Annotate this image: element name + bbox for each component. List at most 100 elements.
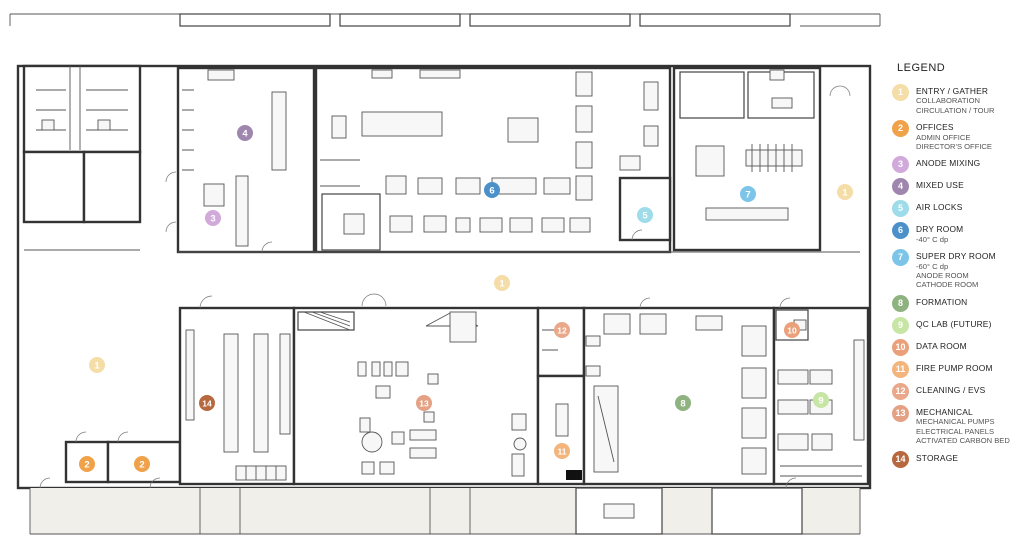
marker-circle bbox=[199, 395, 215, 411]
entry-east-marker: 1 bbox=[837, 184, 853, 200]
legend-sublabel: ELECTRICAL PANELS bbox=[916, 426, 995, 436]
circle-12-icon: 12 bbox=[892, 382, 909, 400]
marker-number: 8 bbox=[680, 399, 685, 410]
legend-label: CLEANING / EVS bbox=[916, 384, 986, 395]
marker-circle bbox=[784, 322, 800, 338]
marker-number: 7 bbox=[745, 190, 750, 201]
legend-label: FIRE PUMP ROOM bbox=[916, 362, 993, 373]
marker-circle bbox=[837, 184, 853, 200]
marker-number: 2 bbox=[139, 460, 144, 471]
dry-room-marker: 6 bbox=[484, 182, 500, 198]
office-2-marker: 2 bbox=[134, 456, 150, 472]
anode-mixing-marker: 3 bbox=[205, 210, 221, 226]
marker-circle bbox=[740, 186, 756, 202]
legend-label: ANODE MIXING bbox=[916, 158, 981, 169]
marker-number: 5 bbox=[642, 211, 648, 222]
marker-circle bbox=[554, 443, 570, 459]
circle-3-icon: 3 bbox=[892, 156, 909, 174]
marker-circle bbox=[484, 182, 500, 198]
air-lock-marker: 5 bbox=[637, 207, 653, 223]
legend-sublabel: CATHODE ROOM bbox=[916, 280, 979, 290]
marker-circle bbox=[205, 210, 221, 226]
marker-number: 6 bbox=[489, 186, 494, 197]
super-dry-room bbox=[672, 66, 822, 252]
circle-10-icon: 10 bbox=[892, 338, 909, 356]
circle-13-icon: 13 bbox=[892, 404, 909, 422]
mechanical-marker: 13 bbox=[416, 395, 432, 411]
marker-number: 2 bbox=[84, 460, 89, 471]
corridor-doors bbox=[39, 85, 851, 489]
mixed-use-room bbox=[176, 66, 316, 254]
north-building-fragment bbox=[9, 13, 881, 27]
legend-sublabel: ANODE ROOM bbox=[916, 271, 969, 281]
legend-sublabel: DIRECTOR'S OFFICE bbox=[916, 142, 992, 152]
super-dry-room-marker: 7 bbox=[740, 186, 756, 202]
legend-sublabel: COLLABORATION bbox=[916, 96, 980, 106]
legend-label: QC LAB (FUTURE) bbox=[916, 318, 992, 329]
service-rooms bbox=[536, 306, 586, 486]
circle-7-icon: 7 bbox=[892, 249, 909, 267]
legend-item: 12 CLEANING / EVS bbox=[892, 382, 1022, 400]
entry-west-marker: 1 bbox=[89, 357, 105, 373]
legend-item: 4 MIXED USE bbox=[892, 178, 1022, 196]
mixed-use-marker: 4 bbox=[237, 125, 253, 141]
circle-4-icon: 4 bbox=[892, 178, 909, 196]
marker-number: 10 bbox=[787, 326, 797, 336]
legend-label: AIR LOCKS bbox=[916, 202, 963, 213]
circle-14-icon: 14 bbox=[892, 450, 909, 468]
fire-pump-marker: 11 bbox=[554, 443, 570, 459]
legend-label: STORAGE bbox=[916, 452, 959, 463]
marker-number: 1 bbox=[842, 188, 848, 199]
marker-number: 14 bbox=[202, 399, 212, 409]
circle-11-icon: 11 bbox=[892, 360, 909, 378]
legend-label: OFFICES bbox=[916, 122, 954, 133]
marker-circle bbox=[134, 456, 150, 472]
legend-label: SUPER DRY ROOM bbox=[916, 251, 996, 262]
circulation-marker: 1 bbox=[494, 275, 510, 291]
qc-lab-marker: 9 bbox=[813, 392, 829, 408]
marker-number: 12 bbox=[557, 326, 567, 336]
marker-circle bbox=[89, 357, 105, 373]
marker-number: 3 bbox=[210, 214, 215, 225]
circle-2-icon: 2 bbox=[892, 120, 909, 138]
legend-item: 14 STORAGE bbox=[892, 450, 1022, 468]
dry-room bbox=[314, 66, 672, 254]
legend-item: 11 FIRE PUMP ROOM bbox=[892, 360, 1022, 378]
cleaning-marker: 12 bbox=[554, 322, 570, 338]
restroom-block bbox=[22, 64, 142, 224]
formation-room bbox=[582, 306, 776, 486]
legend-sublabel: -40° C dp bbox=[916, 234, 949, 244]
marker-circle bbox=[416, 395, 432, 411]
marker-circle bbox=[675, 395, 691, 411]
legend-sublabel: CIRCULATION / TOUR bbox=[916, 105, 995, 115]
mechanical-room bbox=[292, 306, 540, 486]
marker-number: 1 bbox=[499, 279, 505, 290]
marker-number: 13 bbox=[419, 399, 429, 409]
marker-circle bbox=[554, 322, 570, 338]
legend-sublabel: ACTIVATED CARBON BED bbox=[916, 436, 1010, 446]
legend-label: MECHANICAL bbox=[916, 406, 973, 417]
legend-label: FORMATION bbox=[916, 296, 968, 307]
office-1-marker: 2 bbox=[79, 456, 95, 472]
storage-marker: 14 bbox=[199, 395, 215, 411]
marker-number: 9 bbox=[818, 396, 823, 407]
legend-label: DRY ROOM bbox=[916, 224, 964, 235]
legend-sublabel: MECHANICAL PUMPS bbox=[916, 417, 995, 427]
legend-title: LEGEND bbox=[897, 62, 946, 74]
legend-label: MIXED USE bbox=[916, 180, 964, 191]
legend-sublabel: -60° C dp bbox=[916, 261, 949, 271]
marker-number: 11 bbox=[558, 447, 567, 457]
marker-circle bbox=[637, 207, 653, 223]
legend-item: 3 ANODE MIXING bbox=[892, 156, 1022, 174]
legend-label: ENTRY / GATHER bbox=[916, 86, 989, 96]
